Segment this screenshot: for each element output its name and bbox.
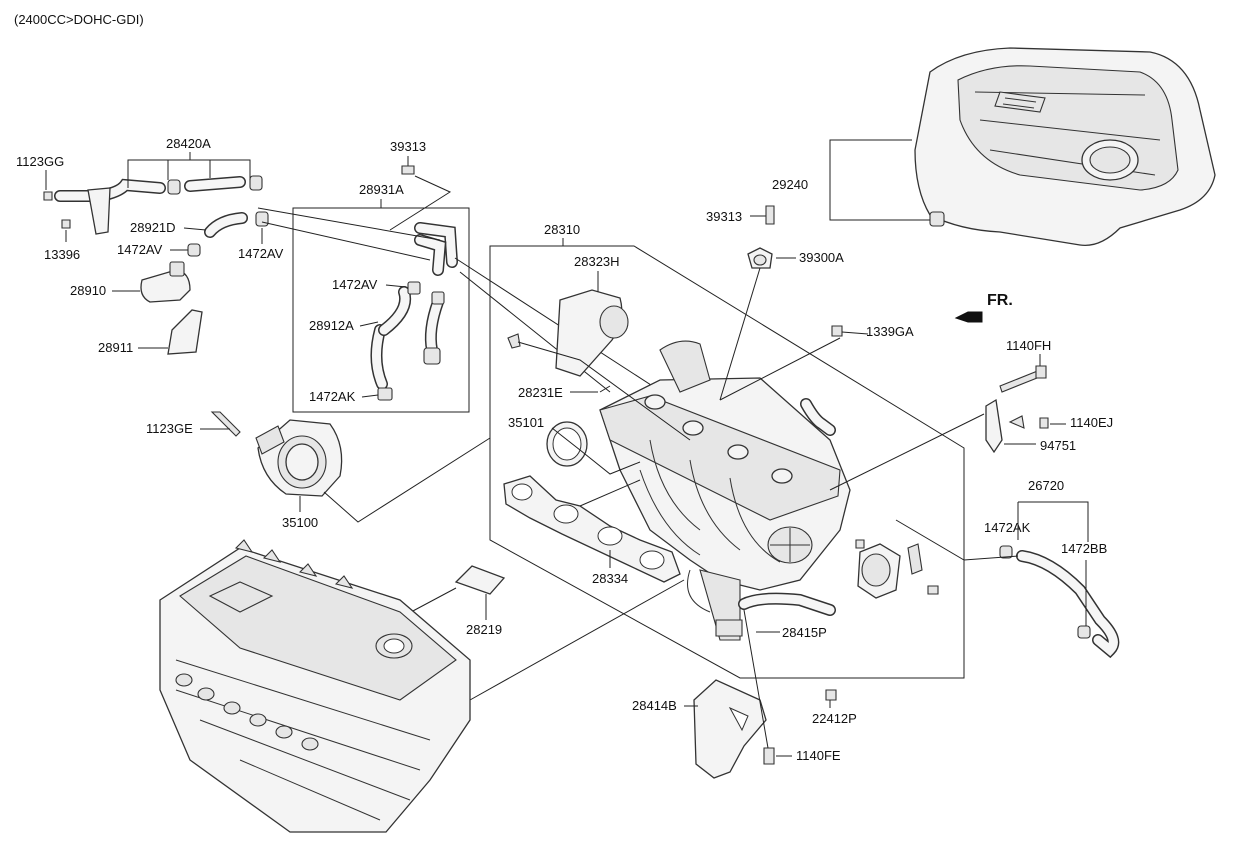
- bolt-1140FH-part: [999, 365, 1047, 393]
- pcv-hose-assembly: [43, 175, 269, 355]
- part-label-39300A: 39300A: [799, 250, 844, 265]
- part-label-28911: 28911: [98, 340, 133, 355]
- leader-26720: [1017, 501, 1089, 542]
- part-label-1472BB: 1472BB: [1061, 541, 1107, 556]
- bolt-22412P-part: [825, 689, 837, 701]
- leader-1140FH-long: [829, 413, 985, 491]
- part-label-28931A: 28931A: [359, 182, 404, 197]
- part-label-28334: 28334: [592, 571, 628, 586]
- throttle-body-part: [210, 411, 343, 497]
- part-label-1123GG: 1123GG: [16, 154, 64, 169]
- part-label-28414B: 28414B: [632, 698, 677, 713]
- cylinder-head-part: [159, 539, 471, 833]
- hose-28912A-group: [370, 222, 458, 401]
- bolt-1140FE-part: [763, 747, 775, 765]
- leader-1339GA: [719, 331, 869, 401]
- part-label-1140FH: 1140FH: [1006, 338, 1051, 353]
- part-label-35100: 35100: [282, 515, 318, 530]
- leader-head-manifold: [469, 579, 685, 701]
- part-label-28415P: 28415P: [782, 625, 827, 640]
- part-label-39313-b: 39313: [706, 209, 742, 224]
- leader-28420A: [127, 159, 251, 188]
- leader-29240: [829, 139, 930, 221]
- engine-cover-part: [914, 47, 1216, 247]
- gasket-28334-part: [503, 475, 681, 583]
- gasket-35101-part: [546, 421, 588, 467]
- part-label-28219: 28219: [466, 622, 502, 637]
- actuator-part: [855, 539, 939, 599]
- leader-1140FE: [743, 609, 792, 757]
- bracket-28414B-part: [693, 679, 767, 779]
- sensor-39300A-part: [747, 247, 773, 269]
- part-label-28310: 28310: [544, 222, 580, 237]
- part-label-28323H: 28323H: [574, 254, 620, 269]
- part-label-13396: 13396: [44, 247, 80, 262]
- part-label-35101: 35101: [508, 415, 544, 430]
- leader-28231E: [570, 385, 611, 393]
- box-28310: [489, 245, 965, 679]
- part-label-28231E: 28231E: [518, 385, 563, 400]
- part-label-94751: 94751: [1040, 438, 1076, 453]
- part-label-22412P: 22412P: [812, 711, 857, 726]
- vacuum-solenoid-part: [507, 289, 629, 377]
- part-label-39313-a: 39313: [390, 139, 426, 154]
- part-label-1123GE: 1123GE: [146, 421, 193, 436]
- intake-manifold-part: [599, 340, 851, 641]
- part-label-1472AK-a: 1472AK: [309, 389, 356, 404]
- hose-26720-part: [999, 545, 1120, 659]
- leader-26720-link: [895, 519, 1019, 561]
- part-label-28420A: 28420A: [166, 136, 211, 151]
- bracket-94751-part: [985, 398, 1049, 454]
- part-label-1472AV-c: 1472AV: [332, 277, 378, 292]
- part-label-28912A: 28912A: [309, 318, 354, 333]
- part-label-28910: 28910: [70, 283, 106, 298]
- part-label-1339GA: 1339GA: [866, 324, 914, 339]
- part-label-1472AV-a: 1472AV: [117, 242, 163, 257]
- front-arrow-indicator: FR.: [954, 292, 1013, 323]
- heat-shield-28219-part: [454, 565, 506, 595]
- part-label-29240: 29240: [772, 177, 808, 192]
- part-label-28921D: 28921D: [130, 220, 176, 235]
- part-label-1472AV-b: 1472AV: [238, 246, 284, 261]
- part-label-1140FE: 1140FE: [796, 748, 841, 763]
- part-label-1472AKb: 1472AK: [984, 520, 1031, 535]
- part-label-26720: 26720: [1028, 478, 1064, 493]
- svg-text:FR.: FR.: [987, 292, 1013, 309]
- part-label-1140EJ: 1140EJ: [1070, 415, 1113, 430]
- engine-spec-header: (2400CC>DOHC-GDI): [14, 12, 144, 27]
